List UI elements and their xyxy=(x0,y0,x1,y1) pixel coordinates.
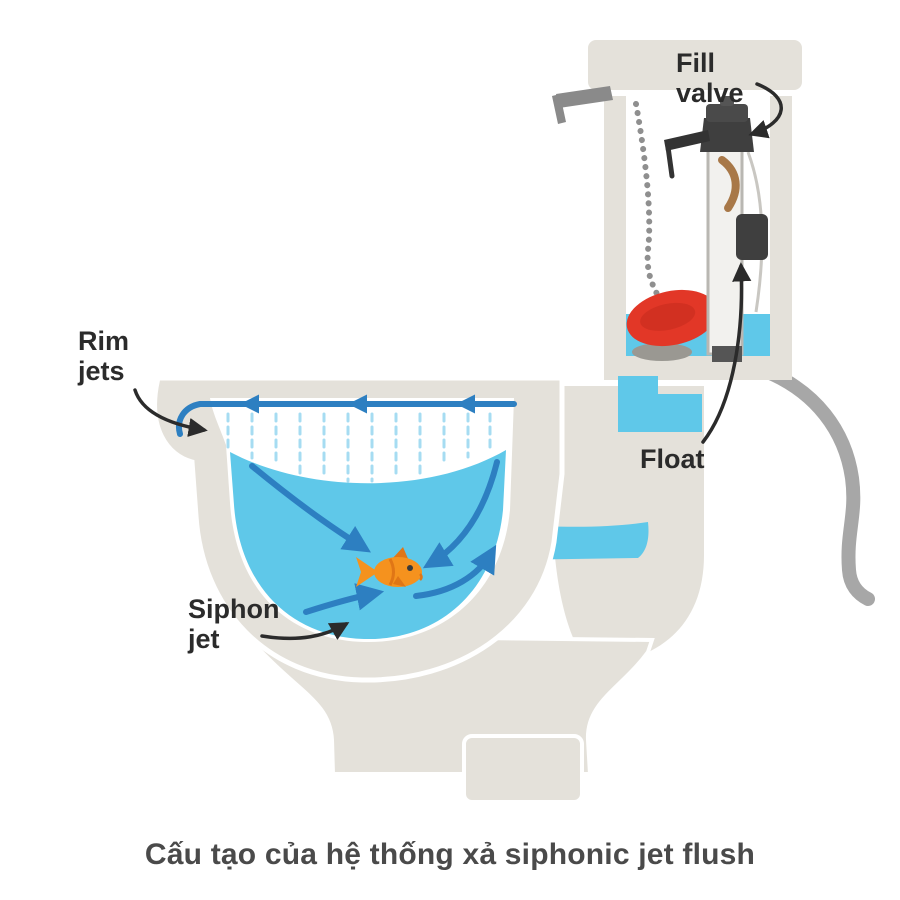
rim-jets-spray xyxy=(226,412,492,483)
float-lever-arm xyxy=(664,130,710,151)
rim-jets-label-line1: Rim xyxy=(78,326,129,356)
rim-jets-label-line2: jets xyxy=(77,356,125,386)
label-rim-jets: Rim jets xyxy=(77,326,208,437)
fill-valve-assembly xyxy=(664,96,768,362)
valve-inlet-tube xyxy=(718,156,740,212)
water-supply-line xyxy=(761,365,875,606)
rim-jets-callout-arrow xyxy=(133,388,208,437)
siphon-jet-label-line1: Siphon xyxy=(188,594,279,624)
label-float: Float xyxy=(640,262,752,474)
float-callout-arrow xyxy=(701,262,752,444)
flush-passage-elbow xyxy=(618,376,702,432)
lift-chain xyxy=(633,101,661,299)
fill-valve-knob xyxy=(720,96,734,106)
caption: Cấu tạo của hệ thống xả siphonic jet flu… xyxy=(144,838,756,871)
flush-handle xyxy=(552,86,613,124)
bowl-flow-arrows xyxy=(249,459,500,615)
fish-icon xyxy=(356,547,423,587)
fill-valve-callout-arrow xyxy=(748,82,783,139)
fill-valve-label-line2: valve xyxy=(676,78,744,108)
siphon-jet-label-line2: jet xyxy=(187,624,220,654)
float-label: Float xyxy=(640,444,705,474)
float-lever-link xyxy=(665,144,675,179)
float-cup xyxy=(736,214,768,260)
tank-lid xyxy=(584,36,806,94)
fill-valve-top-disc xyxy=(706,104,748,122)
siphon-jet-callout-arrow xyxy=(260,622,350,641)
flush-valve-seat xyxy=(632,343,692,361)
floor-outlet-block xyxy=(462,734,584,804)
rim-flow-line xyxy=(176,394,517,437)
label-fill-valve: Fill valve xyxy=(676,48,783,139)
label-siphon-jet: Siphon jet xyxy=(187,594,350,654)
fill-valve-cap xyxy=(700,118,754,152)
fill-valve-label-line1: Fill xyxy=(676,48,715,78)
